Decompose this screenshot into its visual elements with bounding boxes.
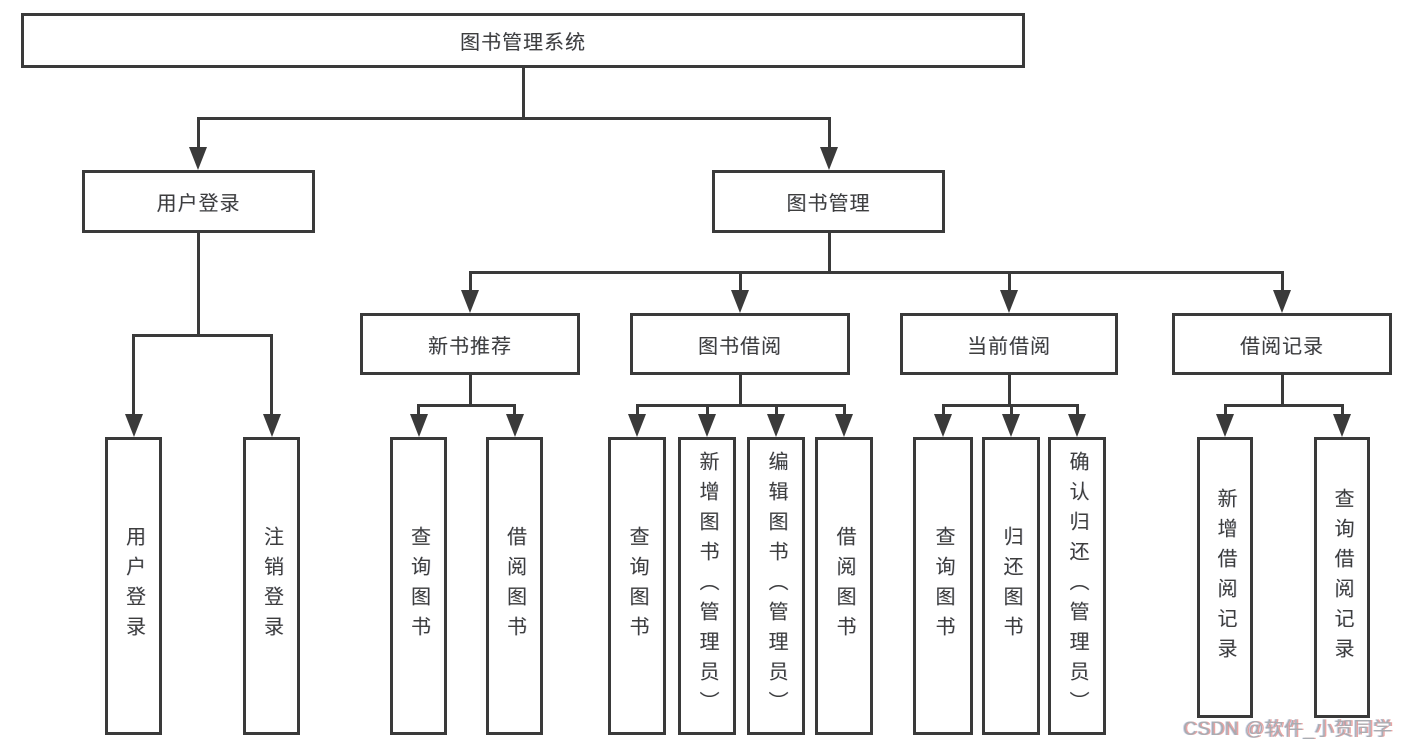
node-label: 查询图书 xyxy=(407,526,430,646)
arrow-down-icon xyxy=(1216,414,1234,437)
connector-line xyxy=(842,405,846,420)
arrow-down-icon xyxy=(934,414,952,437)
connector-line xyxy=(941,405,945,420)
leaf-query-books: 查询图书 xyxy=(608,437,666,735)
connector-line xyxy=(1223,403,1344,407)
connector-line xyxy=(1009,405,1013,420)
node-library-management-system: 图书管理系统 xyxy=(21,13,1025,68)
connector-line xyxy=(270,335,273,420)
leaf-edit-books-admin: 编辑图书（管理员） xyxy=(747,437,805,735)
connector-line xyxy=(774,405,778,420)
arrow-down-icon xyxy=(124,414,143,437)
csdn-watermark: CSDN @软件_小贺同学 xyxy=(1183,719,1393,740)
connector-line xyxy=(1340,405,1344,420)
leaf-add-books-admin: 新增图书（管理员） xyxy=(678,437,736,735)
connector-line xyxy=(738,272,742,296)
leaf-borrow-books: 借阅图书 xyxy=(815,437,873,735)
connector-line xyxy=(196,118,200,152)
node-label: 用户登录 xyxy=(156,193,241,215)
connector-line xyxy=(1007,272,1011,296)
leaf-add-borrow-record: 新增借阅记录 xyxy=(1197,437,1253,718)
leaf-logout: 注销登录 xyxy=(243,437,300,735)
connector-line xyxy=(738,375,742,405)
node-borrowing-records: 借阅记录 xyxy=(1172,313,1392,375)
node-label: 查询图书 xyxy=(626,526,648,646)
connector-line xyxy=(1280,375,1284,405)
node-label: 借阅图书 xyxy=(833,526,855,646)
node-label: 新增图书（管理员） xyxy=(696,451,718,721)
leaf-query-borrow-record: 查询借阅记录 xyxy=(1314,437,1370,718)
arrow-down-icon xyxy=(505,414,524,437)
node-label: 编辑图书（管理员） xyxy=(765,451,787,721)
leaf-query-books: 查询图书 xyxy=(390,437,447,735)
arrow-down-icon xyxy=(835,414,853,437)
node-label: 查询借阅记录 xyxy=(1331,487,1353,668)
arrow-down-icon xyxy=(698,414,716,437)
node-book-management: 图书管理 xyxy=(712,170,945,233)
node-label: 图书管理 xyxy=(786,193,871,215)
node-label: 确认归还（管理员） xyxy=(1066,451,1088,721)
connector-line xyxy=(1223,405,1227,420)
node-label: 新书推荐 xyxy=(428,335,512,358)
node-label: 当前借阅 xyxy=(967,335,1051,358)
connector-line xyxy=(521,68,525,118)
node-label: 图书借阅 xyxy=(698,335,782,358)
connector-line xyxy=(1280,272,1284,296)
arrow-down-icon xyxy=(262,414,281,437)
node-label: 归还图书 xyxy=(1000,526,1022,646)
node-label: 借阅图书 xyxy=(503,526,526,646)
arrow-down-icon xyxy=(767,414,785,437)
leaf-query-books: 查询图书 xyxy=(913,437,973,735)
connector-line xyxy=(468,375,472,405)
connector-line xyxy=(705,405,709,420)
leaf-return-books: 归还图书 xyxy=(982,437,1040,735)
node-label: 借阅记录 xyxy=(1240,335,1324,358)
leaf-confirm-return-admin: 确认归还（管理员） xyxy=(1048,437,1106,735)
arrow-down-icon xyxy=(461,290,479,313)
arrow-down-icon xyxy=(731,290,749,313)
arrow-down-icon xyxy=(409,414,428,437)
connector-line xyxy=(1075,405,1079,420)
connector-line xyxy=(513,405,516,420)
connector-line xyxy=(132,333,273,337)
connector-line xyxy=(827,118,831,152)
arrow-down-icon xyxy=(628,414,646,437)
arrow-down-icon xyxy=(1068,414,1086,437)
connector-line xyxy=(468,272,472,296)
arrow-down-icon xyxy=(1273,290,1291,313)
connector-line xyxy=(635,405,639,420)
leaf-user-login: 用户登录 xyxy=(105,437,162,735)
connector-line xyxy=(827,233,831,272)
connector-line xyxy=(941,403,1079,407)
arrow-down-icon xyxy=(1002,414,1020,437)
arrow-down-icon xyxy=(189,147,207,170)
connector-line xyxy=(132,335,135,420)
node-label: 注销登录 xyxy=(260,526,283,646)
node-new-book-recommendation: 新书推荐 xyxy=(360,313,580,375)
arrow-down-icon xyxy=(1333,414,1351,437)
connector-line xyxy=(1007,375,1011,405)
arrow-down-icon xyxy=(820,147,838,170)
connector-line xyxy=(196,233,200,335)
arrow-down-icon xyxy=(1000,290,1018,313)
connector-line xyxy=(417,405,420,420)
node-user-login: 用户登录 xyxy=(82,170,315,233)
connector-line xyxy=(417,403,516,407)
connector-line xyxy=(635,403,846,407)
node-label: 图书管理系统 xyxy=(460,32,586,54)
node-label: 用户登录 xyxy=(122,526,145,646)
node-current-borrowing: 当前借阅 xyxy=(900,313,1118,375)
connector-line xyxy=(196,116,831,120)
node-label: 查询图书 xyxy=(932,526,954,646)
node-label: 新增借阅记录 xyxy=(1214,487,1236,668)
node-book-borrowing: 图书借阅 xyxy=(630,313,850,375)
connector-line xyxy=(468,270,1284,274)
leaf-borrow-books: 借阅图书 xyxy=(486,437,543,735)
